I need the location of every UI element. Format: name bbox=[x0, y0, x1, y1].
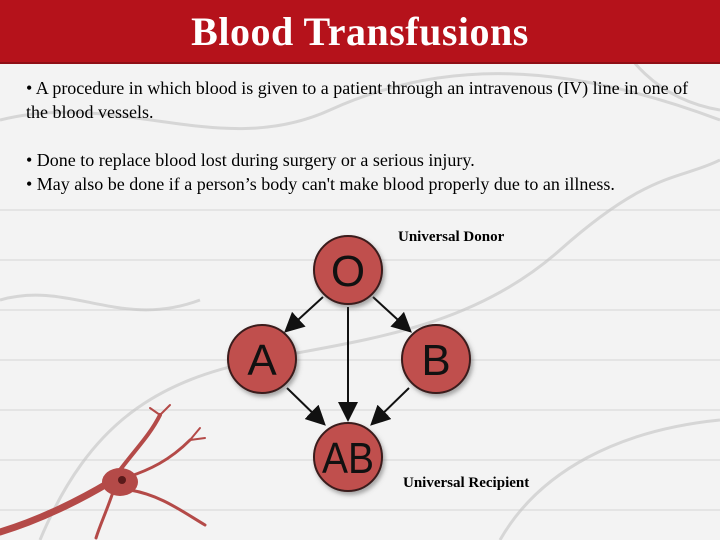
cell-illustration bbox=[0, 404, 207, 540]
node-ab bbox=[313, 422, 383, 492]
node-o-label: O bbox=[331, 247, 365, 296]
node-ab-label: AB bbox=[322, 434, 374, 483]
slide-title: Blood Transfusions bbox=[191, 8, 529, 54]
arrow-o-to-a bbox=[284, 296, 324, 333]
node-a bbox=[227, 324, 297, 394]
universal-donor-label: Universal Donor bbox=[398, 229, 505, 245]
node-b bbox=[401, 324, 471, 394]
universal-recipient-label: Universal Recipient bbox=[403, 475, 530, 491]
node-o bbox=[313, 235, 383, 305]
arrow-b-to-ab bbox=[370, 387, 410, 426]
arrow-a-to-ab bbox=[286, 387, 326, 426]
bullet-item: • Done to replace blood lost during surg… bbox=[26, 150, 475, 170]
arrow-o-to-b bbox=[372, 296, 412, 333]
bullet-item: • May also be done if a person’s body ca… bbox=[26, 174, 615, 194]
node-a-label: A bbox=[247, 336, 277, 385]
title-bar: Blood Transfusions bbox=[0, 0, 720, 64]
node-b-label: B bbox=[421, 336, 450, 385]
bullet-item: • A procedure in which blood is given to… bbox=[26, 78, 689, 122]
bullet-list: • A procedure in which blood is given to… bbox=[26, 76, 696, 196]
